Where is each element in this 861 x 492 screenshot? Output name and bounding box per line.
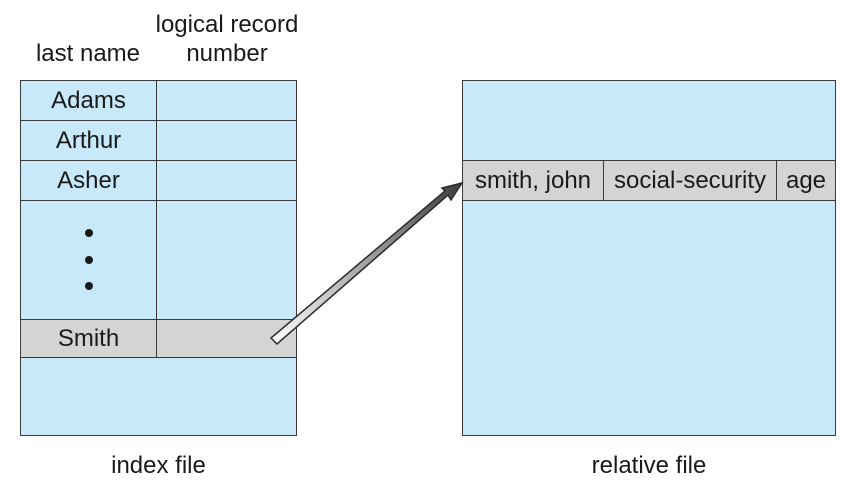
column-header-number: number	[186, 40, 268, 67]
index-number-cell	[157, 201, 296, 319]
index-row: Arthur	[21, 121, 296, 161]
record-ssn-field: social-security	[604, 161, 777, 200]
index-ellipsis-row	[21, 201, 296, 319]
index-row-highlighted: Smith	[21, 319, 296, 358]
index-name-cell: Asher	[21, 161, 157, 200]
index-number-cell	[157, 161, 296, 200]
relative-file-caption: relative file	[591, 452, 707, 479]
ellipsis-dot	[85, 229, 93, 237]
ellipsis-dot	[85, 282, 93, 290]
record-name-field: smith, john	[463, 161, 604, 200]
index-name-cell	[21, 201, 157, 319]
index-file-box: Adams Arthur Asher Smith	[20, 80, 297, 436]
relative-record-row: smith, john social-security age	[463, 160, 835, 201]
index-name-cell: Smith	[21, 320, 157, 357]
index-row: Asher	[21, 161, 296, 201]
index-file-caption: index file	[111, 452, 206, 479]
column-header-logical-record: logical record	[155, 11, 299, 38]
relative-file-box: smith, john social-security age	[462, 80, 836, 436]
index-row: Adams	[21, 81, 296, 121]
index-number-cell	[157, 121, 296, 160]
index-number-cell	[157, 320, 296, 357]
arrow-shaft-and-head	[269, 181, 464, 346]
index-name-cell: Arthur	[21, 121, 157, 160]
column-header-last-name: last name	[35, 40, 141, 67]
index-name-cell: Adams	[21, 81, 157, 120]
record-age-field: age	[785, 166, 827, 194]
ellipsis-dot	[85, 256, 93, 264]
index-number-cell	[157, 81, 296, 120]
